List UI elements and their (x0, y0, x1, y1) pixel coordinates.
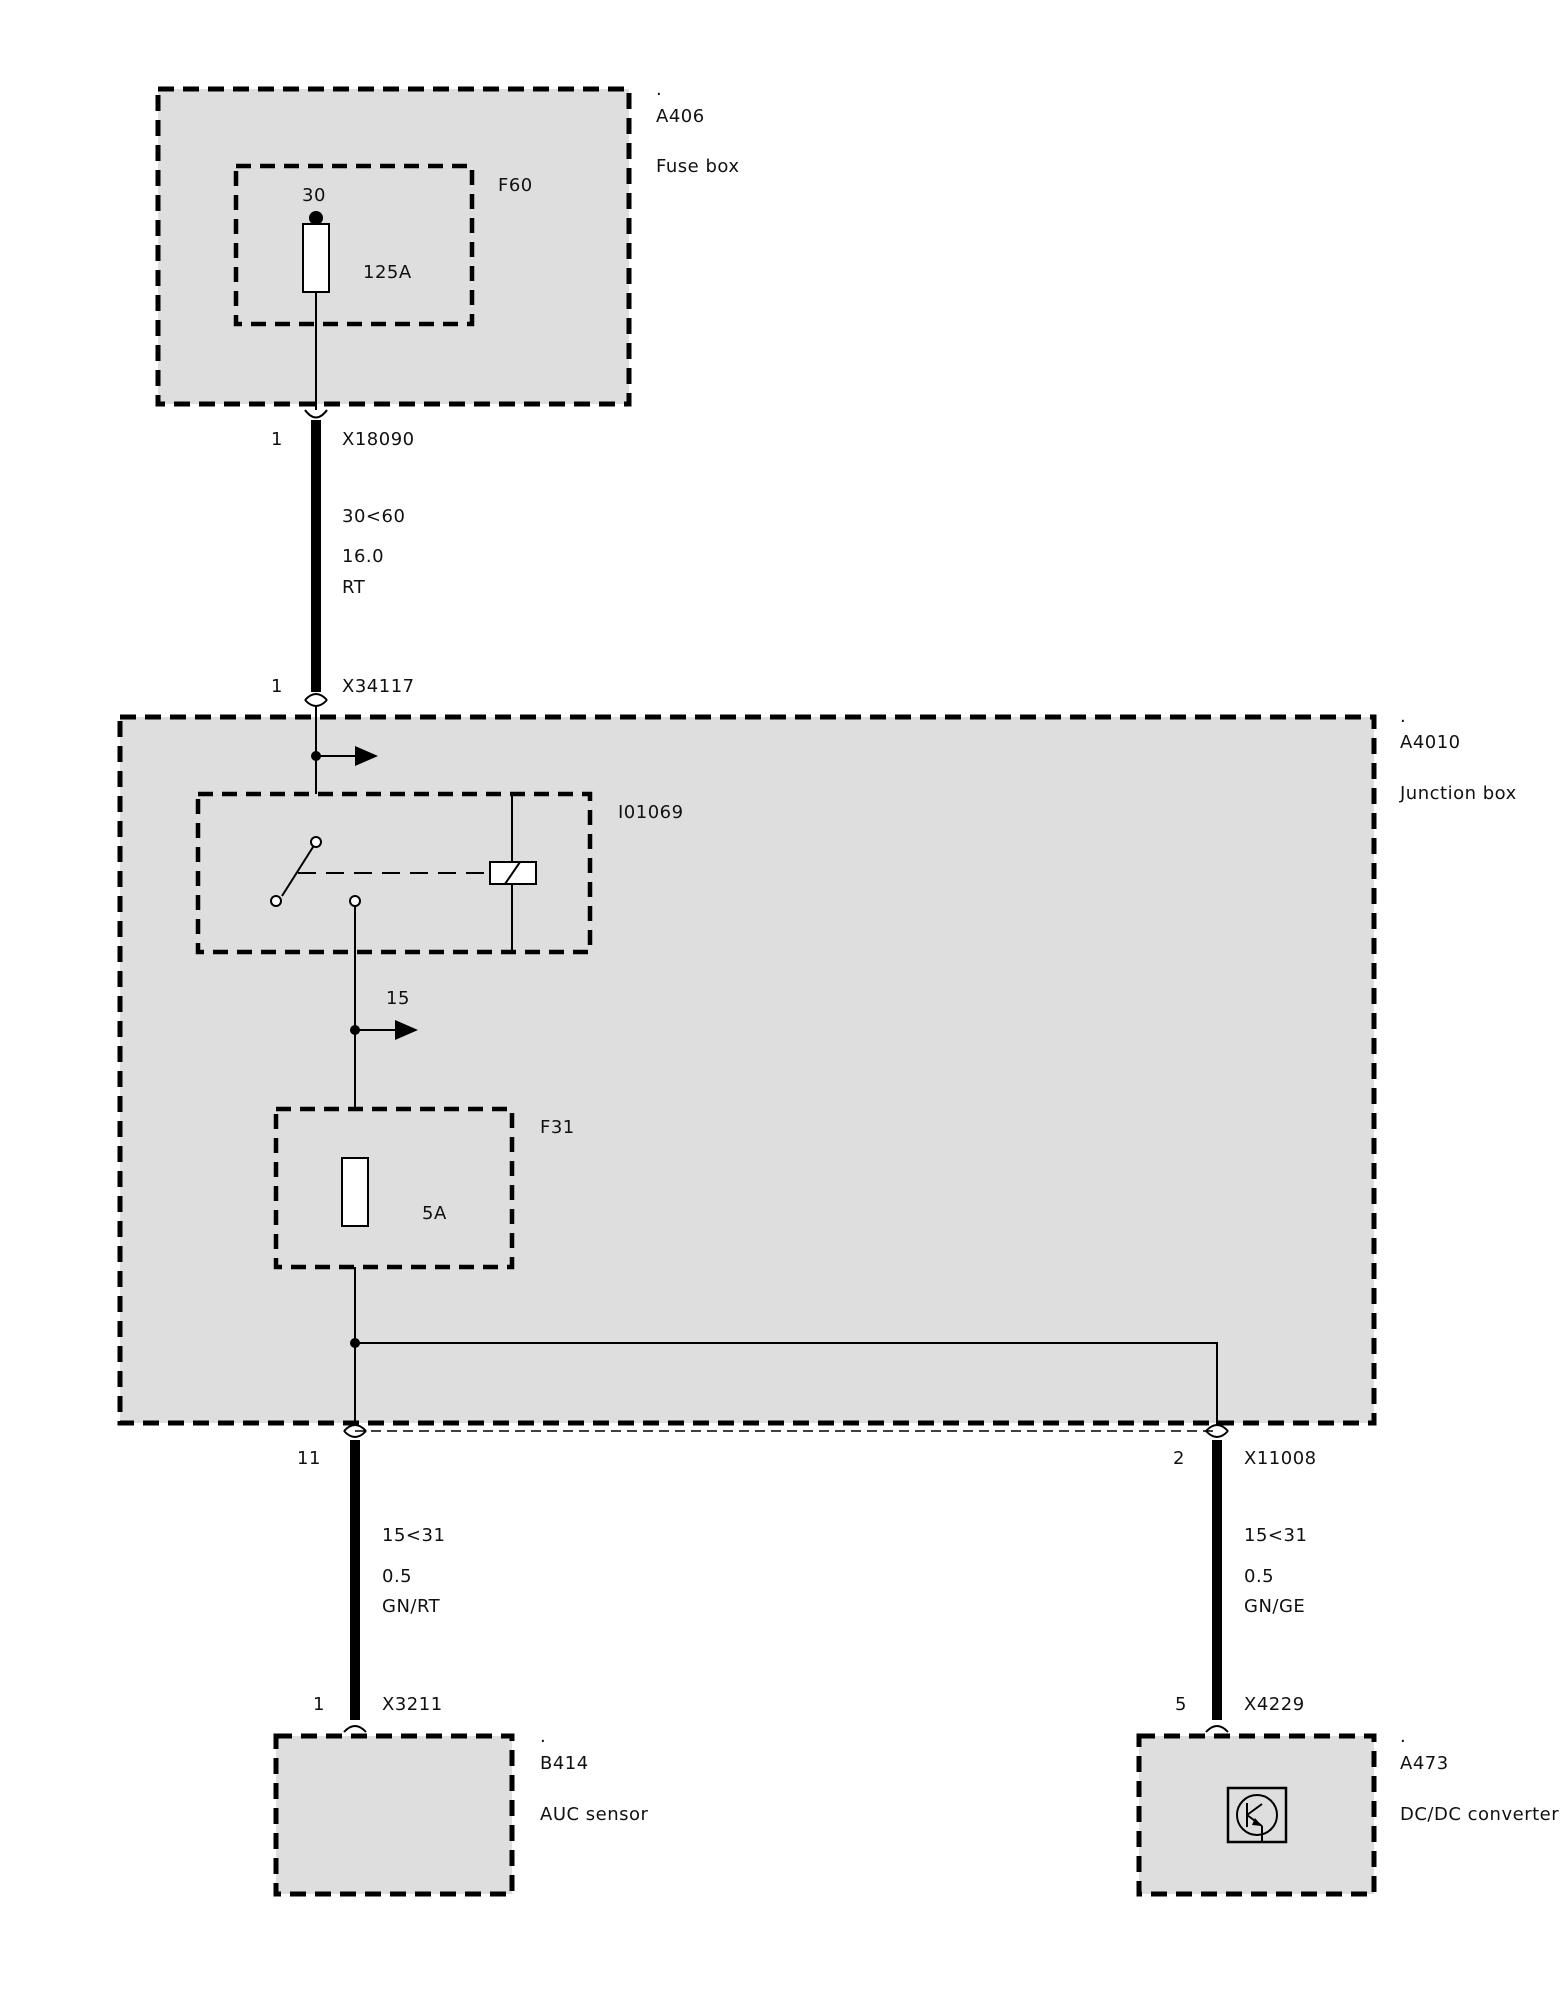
x11008-id: X11008 (1244, 1448, 1317, 1469)
x4229-pin: 5 (1175, 1694, 1187, 1715)
fuse-box-dot: . (656, 79, 662, 100)
fuse-f31-rating: 5A (422, 1203, 447, 1224)
fuse-f31-outline (273, 1106, 515, 1270)
branch-15-arrow (395, 1020, 418, 1040)
x18090-id: X18090 (342, 429, 415, 450)
fuse-f60-rating: 125A (363, 262, 412, 283)
dcdc-branch-wire (355, 1342, 1218, 1425)
relay-switch-blade (281, 846, 314, 897)
to-dcdc-color: GN/GE (1244, 1596, 1305, 1617)
fuse-box-name: Fuse box (656, 156, 740, 177)
fuse-f60-id: F60 (498, 175, 533, 196)
fuse-f31-symbol (341, 1157, 369, 1227)
auc-sensor-outline (273, 1733, 515, 1897)
relay-common-contact (310, 836, 322, 848)
x11008-pin11: 11 (297, 1448, 321, 1469)
connector-x11008-pin11-symbol (343, 1424, 367, 1438)
auc-sensor-name: AUC sensor (540, 1804, 649, 1825)
fuse-f60-symbol (302, 223, 330, 293)
relay-nc-contact (270, 895, 282, 907)
fuse-f31-id: F31 (540, 1117, 575, 1138)
main-feed-signal: 30<60 (342, 506, 405, 527)
connector-x34117-symbol (304, 693, 328, 707)
x11008-pin2: 2 (1173, 1448, 1185, 1469)
main-feed-size: 16.0 (342, 546, 384, 567)
junction-box-name: Junction box (1399, 783, 1517, 804)
branch-30-arrow (355, 746, 378, 766)
x18090-pin: 1 (271, 429, 283, 450)
connector-x4229-symbol (1205, 1725, 1229, 1733)
to-auc-signal: 15<31 (382, 1525, 445, 1546)
dcdc-converter-dot: . (1400, 1726, 1406, 1747)
dcdc-converter-name: DC/DC converter (1400, 1804, 1559, 1825)
relay-id: I01069 (618, 802, 684, 823)
fuse-f60-outline (233, 163, 475, 327)
to-dcdc-signal: 15<31 (1244, 1525, 1307, 1546)
to-dcdc-size: 0.5 (1244, 1566, 1274, 1587)
auc-sensor-dot: . (540, 1726, 546, 1747)
relay-coil-slash (504, 861, 521, 885)
control-unit-icon (1226, 1786, 1288, 1844)
connector-x11008-pin2-symbol (1205, 1424, 1229, 1438)
auc-sensor-id: B414 (540, 1753, 589, 1774)
to-auc-color: GN/RT (382, 1596, 441, 1617)
connector-x18090-symbol (304, 409, 328, 419)
relay-no-contact (349, 895, 361, 907)
x3211-pin: 1 (313, 1694, 325, 1715)
x34117-pin: 1 (271, 676, 283, 697)
main-feed-color: RT (342, 577, 366, 598)
branch-15-label: 15 (386, 988, 410, 1009)
fuse-f60-terminal: 30 (302, 185, 326, 206)
connector-x3211-symbol (343, 1725, 367, 1733)
fuse-box-id: A406 (656, 106, 705, 127)
dcdc-converter-id: A473 (1400, 1753, 1449, 1774)
x4229-id: X4229 (1244, 1694, 1305, 1715)
x34117-id: X34117 (342, 676, 415, 697)
junction-box-dot: . (1400, 706, 1406, 727)
to-auc-size: 0.5 (382, 1566, 412, 1587)
dcdc-converter-outline (1136, 1733, 1377, 1897)
junction-box-id: A4010 (1400, 732, 1461, 753)
x3211-id: X3211 (382, 1694, 443, 1715)
